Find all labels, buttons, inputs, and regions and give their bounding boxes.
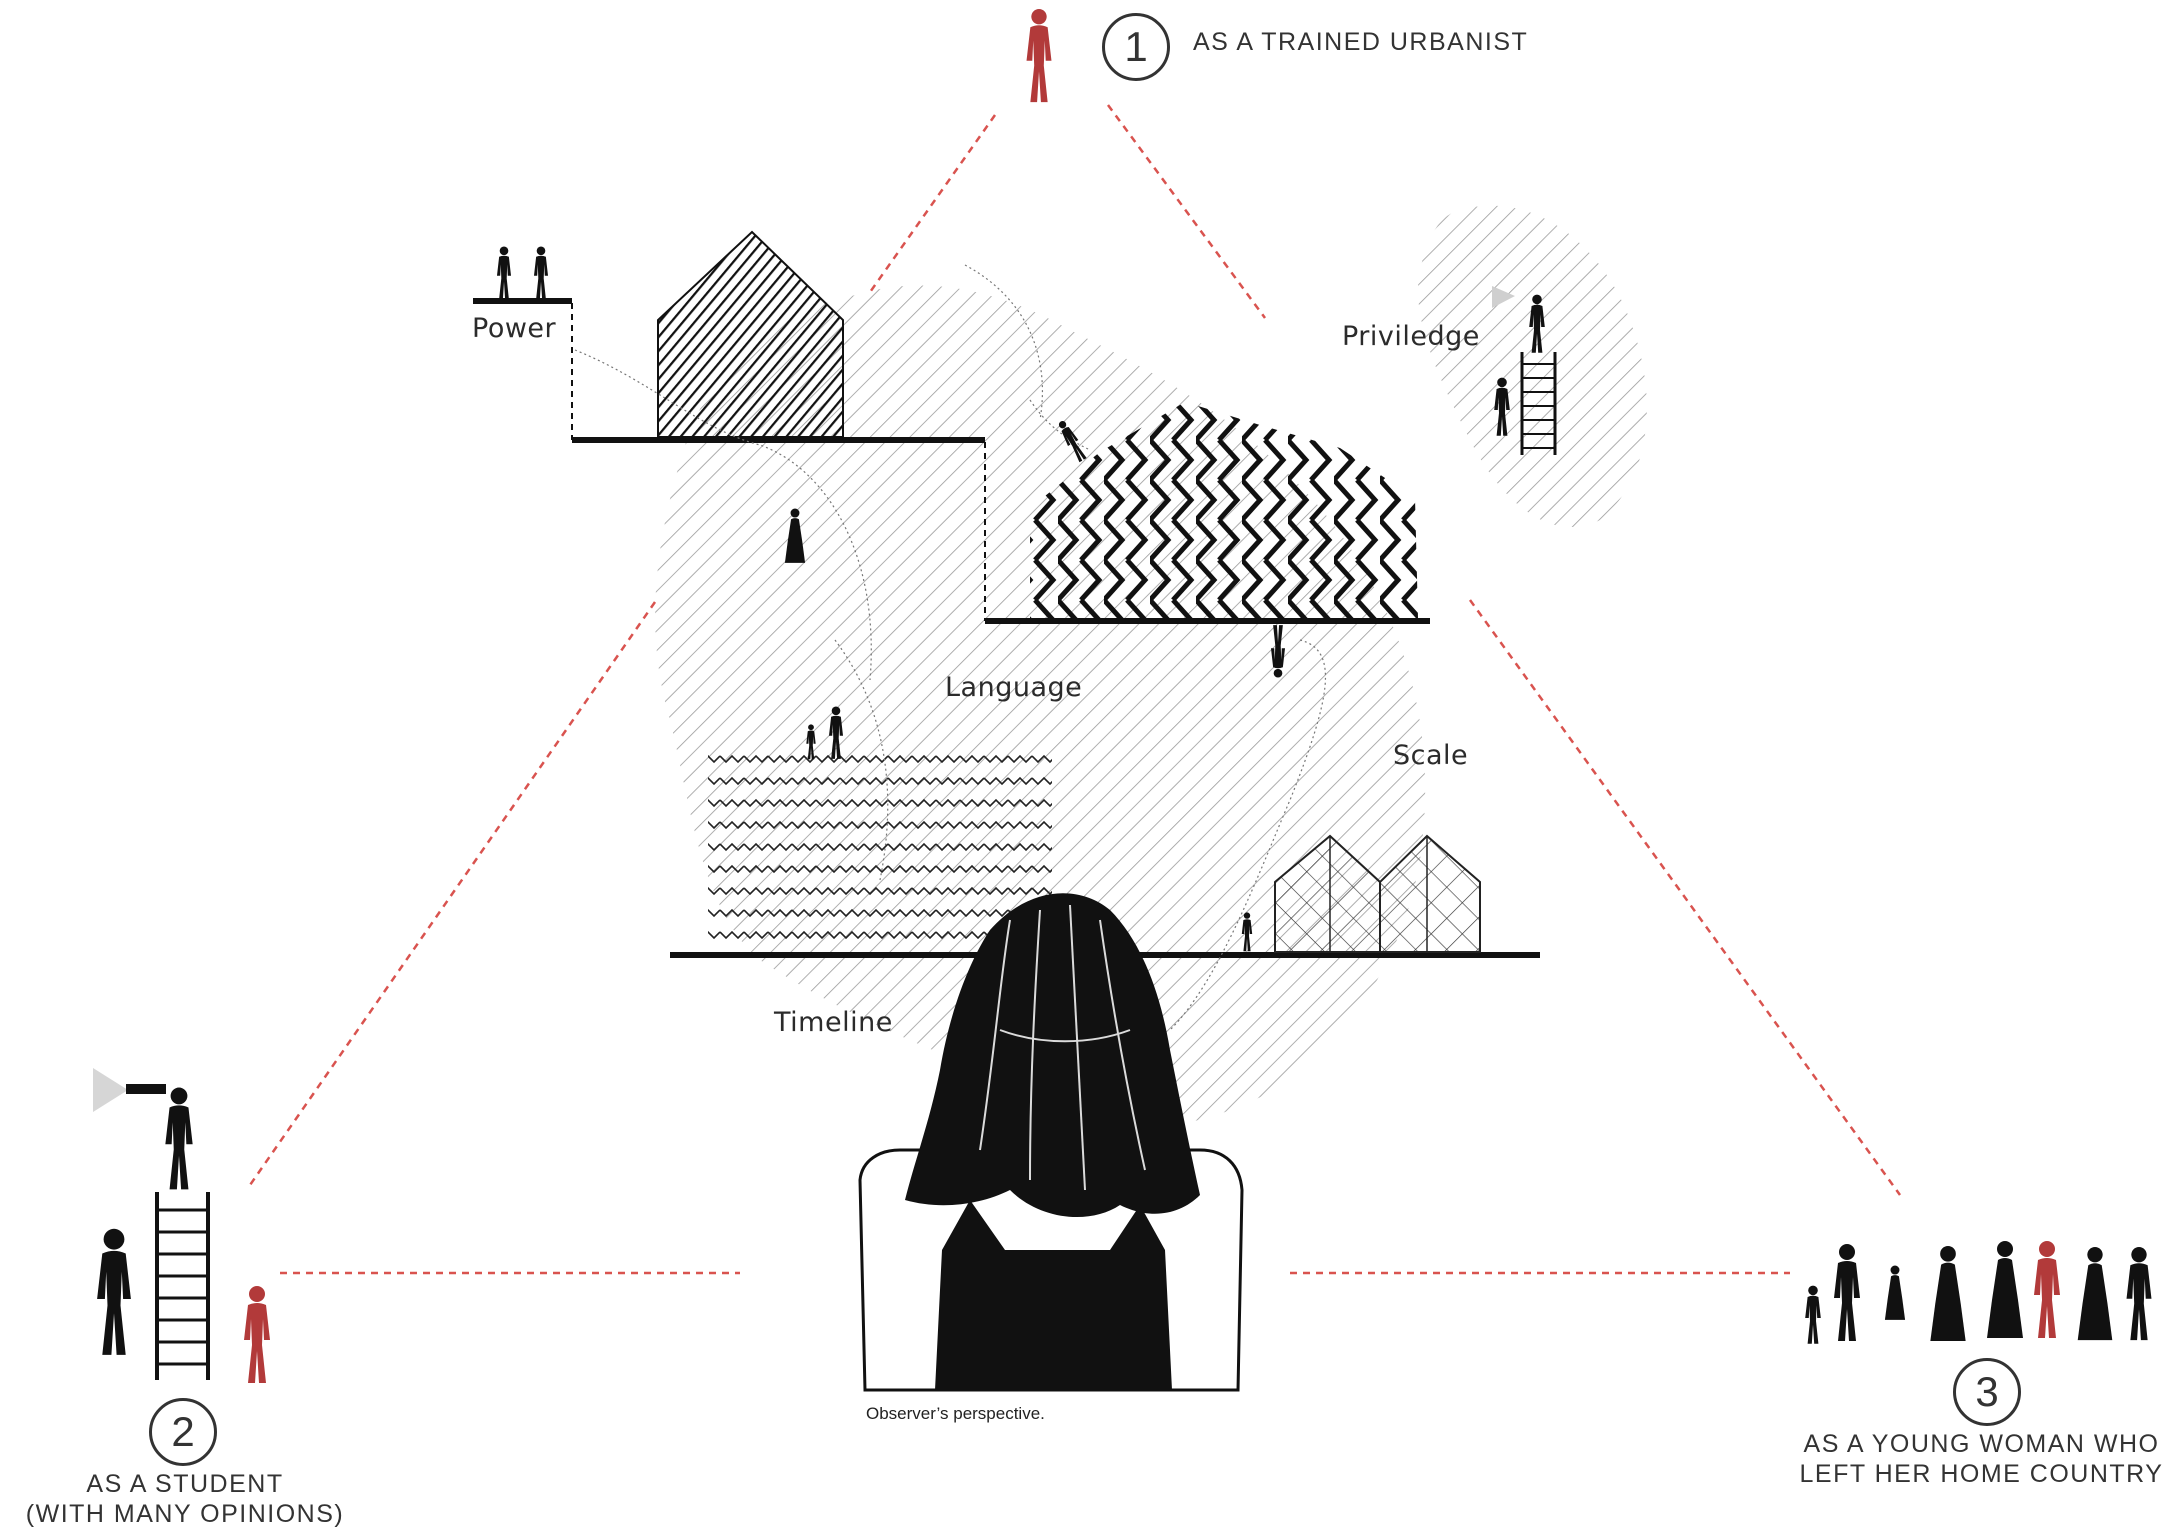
family-group-icon bbox=[1805, 1241, 2152, 1344]
perspective-1-number: 1 bbox=[1102, 13, 1170, 81]
urbanist-figure-icon bbox=[1026, 8, 1052, 103]
priviledge-hatched-region bbox=[1418, 205, 1647, 528]
language-label: Language bbox=[945, 672, 1083, 703]
observer-girl-icon bbox=[858, 893, 1244, 1392]
wave-field bbox=[708, 748, 1052, 948]
power-figures bbox=[496, 246, 549, 299]
perspective-2-line1: AS A STUDENT bbox=[86, 1470, 284, 1498]
power-label: Power bbox=[472, 313, 557, 344]
perspective-3-number: 3 bbox=[1953, 1358, 2021, 1426]
priviledge-ladder bbox=[1492, 286, 1557, 455]
perspective-1-label: AS A TRAINED URBANIST bbox=[1193, 28, 1529, 56]
dense-hatch-house bbox=[657, 230, 844, 438]
scale-label: Scale bbox=[1393, 740, 1469, 771]
guide-curves bbox=[574, 264, 1326, 1031]
megaphone-icon bbox=[93, 1068, 128, 1112]
perspective-2-number: 2 bbox=[149, 1398, 217, 1466]
perspective-3-line2: LEFT HER HOME COUNTRY bbox=[1799, 1460, 2164, 1488]
perspective-3-line1: AS A YOUNG WOMAN WHO bbox=[1803, 1430, 2160, 1458]
student-group-icon bbox=[93, 1068, 270, 1383]
perspective-triangle bbox=[248, 104, 1902, 1275]
perspective-2-line2: (WITH MANY OPINIONS) bbox=[25, 1500, 345, 1528]
observer-caption: Observer’s perspective. bbox=[866, 1404, 1045, 1423]
priviledge-label: Priviledge bbox=[1342, 321, 1480, 352]
timeline-label: Timeline bbox=[774, 1007, 893, 1038]
zigzag-building bbox=[1030, 402, 1418, 618]
scale-houses bbox=[1274, 834, 1481, 953]
